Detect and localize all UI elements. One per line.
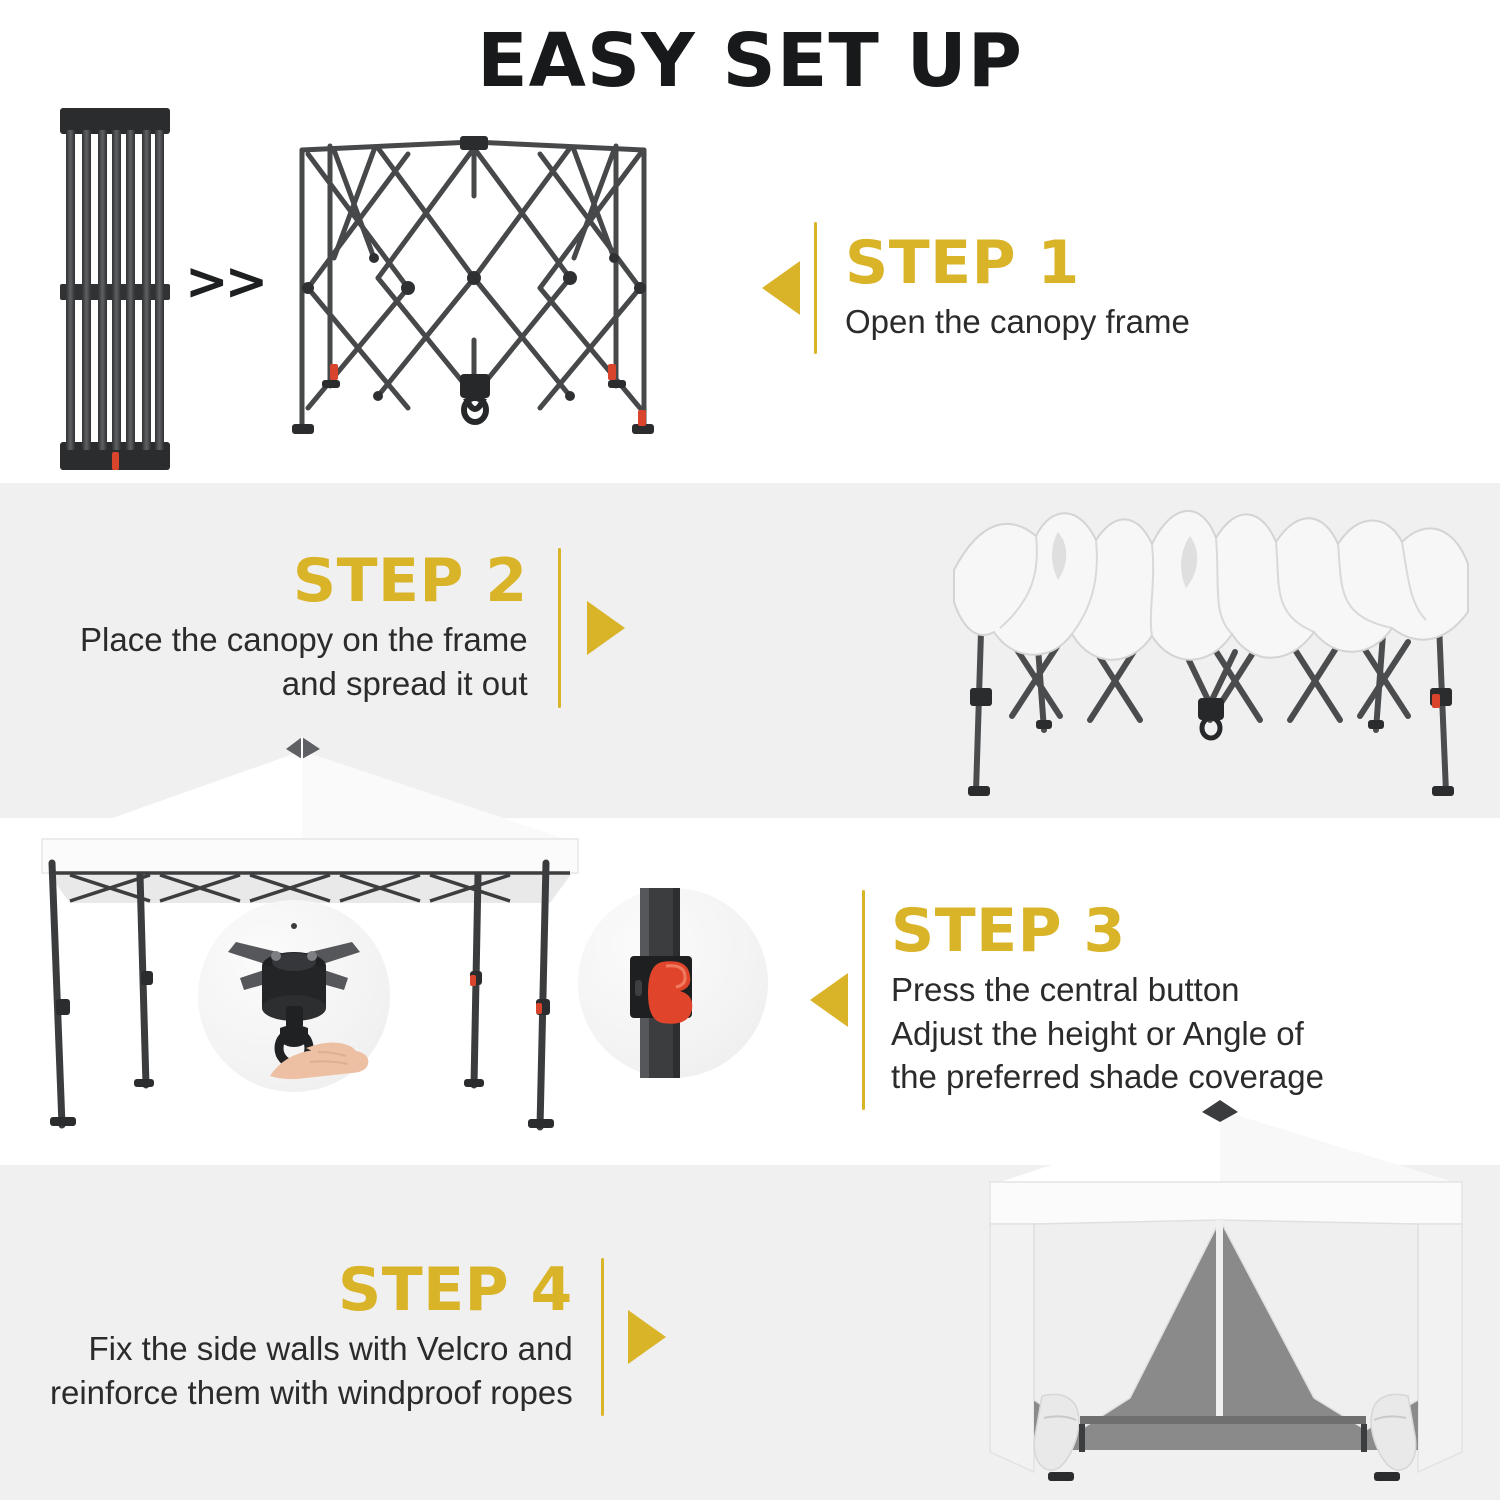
step-2-line-1: Place the canopy on the frame [80,621,528,659]
triangle-left-icon [762,261,800,315]
step-divider [600,1258,604,1416]
step-4-block: STEP 4 Fix the side walls with Velcro an… [50,1258,666,1416]
step-3-block: STEP 3 Press the central button Adjust t… [810,890,1324,1110]
step-1-heading: STEP 1 [845,227,1080,298]
expanded-frame-image [292,136,654,434]
step-divider [557,548,561,708]
transition-chevrons-icon: >> [185,252,268,312]
erected-canopy-image [41,737,579,1131]
folded-frame-image [60,108,170,470]
step-2-line-2: and spread it out [281,664,528,702]
leg-latch-inset [578,888,768,1078]
step-divider [814,222,817,354]
step-2-block: STEP 2 Place the canopy on the frame and… [80,548,625,708]
central-hub-inset [198,900,390,1092]
step-3-line-3: the preferred shade coverage [891,1058,1324,1096]
step-2-heading: STEP 2 [292,545,528,616]
page-title: EASY SET UP [477,18,1023,104]
band-step-1 [0,0,1500,483]
step-1-line-1: Open the canopy frame [845,302,1190,340]
triangle-right-icon [586,601,625,655]
triangle-right-icon [627,1310,666,1364]
walled-canopy-image [989,1100,1463,1481]
step-1-block: STEP 1 Open the canopy frame [762,222,1190,354]
step-3-heading: STEP 3 [891,896,1126,967]
step-3-line-1: Press the central button [891,971,1240,1009]
step-divider [862,890,865,1110]
step-4-line-2: reinforce them with windproof ropes [50,1373,573,1411]
triangle-left-icon [810,973,848,1027]
draped-canopy-image [953,509,1469,796]
step-4-line-1: Fix the side walls with Velcro and [88,1330,573,1368]
step-3-line-2: Adjust the height or Angle of [891,1014,1304,1052]
step-4-heading: STEP 4 [338,1254,573,1325]
